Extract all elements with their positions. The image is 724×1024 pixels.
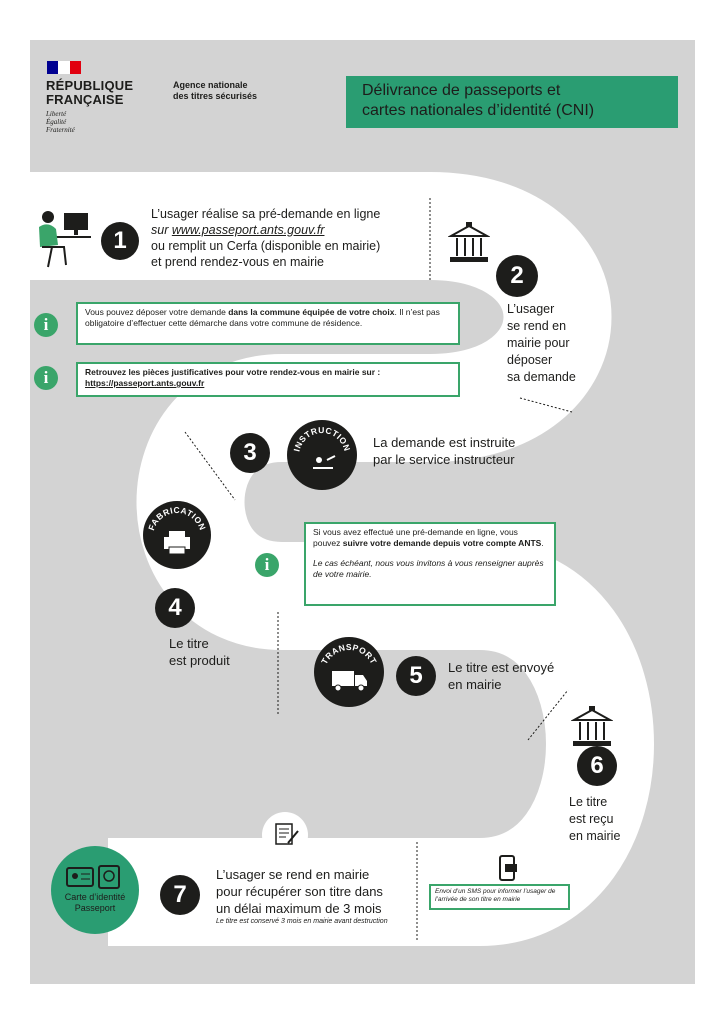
printer-icon: FABRICATION <box>146 505 208 555</box>
step-4-line1: Le titre <box>169 636 209 651</box>
info-2-link[interactable]: https://passeport.ants.gouv.fr <box>85 378 205 388</box>
step-1-prefix: sur <box>151 223 172 237</box>
form-pen-icon <box>275 823 299 845</box>
info-box-commune: Vous pouvez déposer votre demande dans l… <box>76 302 460 345</box>
title-line1: Délivrance de passeports et <box>362 82 561 99</box>
info-box-documents: Retrouvez les pièces justificatives pour… <box>76 362 460 397</box>
instruction-label: INSTRUCTION <box>292 425 352 453</box>
info-1-bold: dans la commune équipée de votre choix <box>228 307 395 317</box>
info-3-italic: Le cas échéant, nous vous invitons à vou… <box>313 558 544 579</box>
agency-name: Agence nationale des titres sécurisés <box>173 80 257 102</box>
step-4-line2: est produit <box>169 653 230 668</box>
title-line2: cartes nationales d’identité (CNI) <box>362 102 595 119</box>
person-at-computer-icon <box>39 211 91 268</box>
step-2-line4: déposer <box>507 353 553 367</box>
step-5-number: 5 <box>396 656 436 696</box>
fabrication-badge: FABRICATION <box>143 501 211 569</box>
step-7-text: L’usager se rend en mairie pour récupére… <box>216 866 383 917</box>
svg-text:INSTRUCTION: INSTRUCTION <box>292 425 353 453</box>
info-3-post: . <box>541 538 544 548</box>
info-icon: i <box>34 313 58 337</box>
documents-label: Carte d’identité Passeport <box>51 892 139 914</box>
info-1-post: . Il n’est pas obligatoire d’effectuer c… <box>85 307 440 328</box>
step-5-line1: Le titre est envoyé <box>448 660 555 675</box>
republic-line2: FRANÇAISE <box>46 92 124 107</box>
step-7-number: 7 <box>160 875 200 915</box>
step-7-line2: pour récupérer son titre dans <box>216 884 383 899</box>
step-2-line2: se rend en <box>507 319 567 333</box>
info-icon: i <box>34 366 58 390</box>
step-1-line4: et prend rendez-vous en mairie <box>151 255 325 269</box>
step-5-line2: en mairie <box>448 677 502 692</box>
info-box-tracking: Si vous avez effectué une pré-demande en… <box>304 522 556 606</box>
step-3-line1: La demande est instruite <box>373 435 516 450</box>
motto-fraternite: Fraternité <box>46 126 75 134</box>
motto-liberte: Liberté <box>46 110 67 118</box>
svg-text:FABRICATION: FABRICATION <box>146 505 208 532</box>
step-6-line3: en mairie <box>569 829 621 843</box>
id-card-passport-icon <box>66 865 120 889</box>
info-1-pre: Vous pouvez déposer votre demande <box>85 307 229 317</box>
republic-title: RÉPUBLIQUE FRANÇAISE <box>46 79 133 107</box>
agency-line2: des titres sécurisés <box>173 91 258 101</box>
page-title: Délivrance de passeports et cartes natio… <box>346 76 678 128</box>
motto-egalite: Égalité <box>46 118 67 126</box>
step-3-number: 3 <box>230 433 270 473</box>
documents-badge: Carte d’identité Passeport <box>51 846 139 934</box>
step-2-text: L’usager se rend en mairie pour déposer … <box>507 301 576 386</box>
step-1-text: L’usager réalise sa pré-demande en ligne… <box>151 206 380 270</box>
instruction-icon: INSTRUCTION <box>292 425 353 469</box>
step-7-line1: L’usager se rend en mairie <box>216 867 370 882</box>
step-1-link[interactable]: www.passeport.ants.gouv.fr <box>171 223 325 237</box>
step-3-line2: par le service instructeur <box>373 452 515 467</box>
town-hall-icon <box>571 706 613 746</box>
sms-note: Envoi d’un SMS pour informer l’usager de… <box>429 884 570 910</box>
documents-label-line2: Passeport <box>74 903 116 913</box>
step-6-line2: est reçu <box>569 812 614 826</box>
instruction-badge: INSTRUCTION <box>287 420 357 490</box>
fabrication-label: FABRICATION <box>146 505 207 532</box>
transport-badge: TRANSPORT <box>314 637 384 707</box>
svg-text:TRANSPORT: TRANSPORT <box>319 642 379 666</box>
transport-label: TRANSPORT <box>319 642 379 666</box>
town-hall-icon <box>448 222 490 262</box>
step-2-line3: mairie pour <box>507 336 570 350</box>
step-2-number: 2 <box>496 255 538 297</box>
agency-line1: Agence nationale <box>173 80 248 90</box>
republic-line1: RÉPUBLIQUE <box>46 78 134 93</box>
info-2-line1: Retrouvez les pièces justificatives pour… <box>85 367 381 377</box>
phone-sms-icon <box>499 855 517 881</box>
step-4-number: 4 <box>155 588 195 628</box>
french-flag-logo <box>47 61 81 74</box>
documents-label-line1: Carte d’identité <box>64 892 126 902</box>
step-2-line1: L’usager <box>507 302 555 316</box>
truck-icon: TRANSPORT <box>319 642 379 692</box>
step-5-text: Le titre est envoyé en mairie <box>448 659 554 693</box>
info-3-bold: suivre votre demande depuis votre compte… <box>342 538 542 548</box>
step-2-line5: sa demande <box>507 370 576 384</box>
republic-motto: Liberté Égalité Fraternité <box>46 110 75 134</box>
step-1-line1: L’usager réalise sa pré-demande en ligne <box>151 207 381 221</box>
step-4-text: Le titre est produit <box>169 635 230 669</box>
step-7-line3: un délai maximum de 3 mois <box>216 901 382 916</box>
step-1-line3: ou remplit un Cerfa (disponible en mairi… <box>151 239 381 253</box>
step-6-line1: Le titre <box>569 795 608 809</box>
info-icon: i <box>255 553 279 577</box>
info-3-pre: Si vous avez effectué une pré-demande en… <box>313 527 518 548</box>
step-6-text: Le titre est reçu en mairie <box>569 794 620 845</box>
step-6-number: 6 <box>577 746 617 786</box>
form-icon-circle <box>262 812 308 858</box>
step-7-note: Le titre est conservé 3 mois en mairie a… <box>216 918 388 925</box>
step-3-text: La demande est instruite par le service … <box>373 434 515 468</box>
step-1-number: 1 <box>101 222 139 260</box>
